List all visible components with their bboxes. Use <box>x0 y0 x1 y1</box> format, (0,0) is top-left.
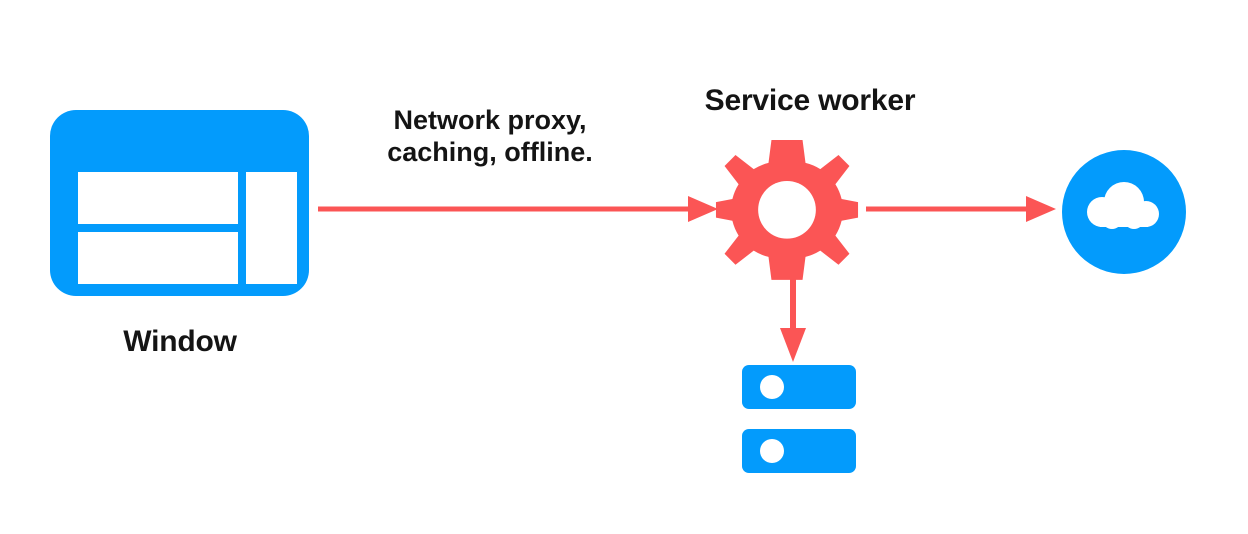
window-panel-side <box>246 172 297 284</box>
edge-caption-line-2: caching, offline. <box>387 136 593 167</box>
window-panel-bottom <box>78 232 238 284</box>
arrow-service-worker-to-network <box>866 196 1056 222</box>
arrow-window-to-service-worker <box>318 196 718 222</box>
gear-icon <box>715 139 859 280</box>
window-icon <box>50 110 309 296</box>
database-icon <box>742 365 856 473</box>
window-panel-top <box>78 172 238 224</box>
database-bar-top <box>742 365 856 409</box>
arrow-service-worker-to-cache-storage <box>780 262 806 362</box>
edge-caption-line-1: Network proxy, <box>393 105 587 135</box>
cloud-icon <box>1062 150 1186 274</box>
window-label: Window <box>123 325 237 358</box>
database-indicator-top <box>760 375 784 399</box>
database-bar-bottom <box>742 429 856 473</box>
database-indicator-bottom <box>760 439 784 463</box>
edge-caption-network-proxy: Network proxy, caching, offline. <box>330 105 650 169</box>
service-worker-label: Service worker <box>704 84 916 117</box>
